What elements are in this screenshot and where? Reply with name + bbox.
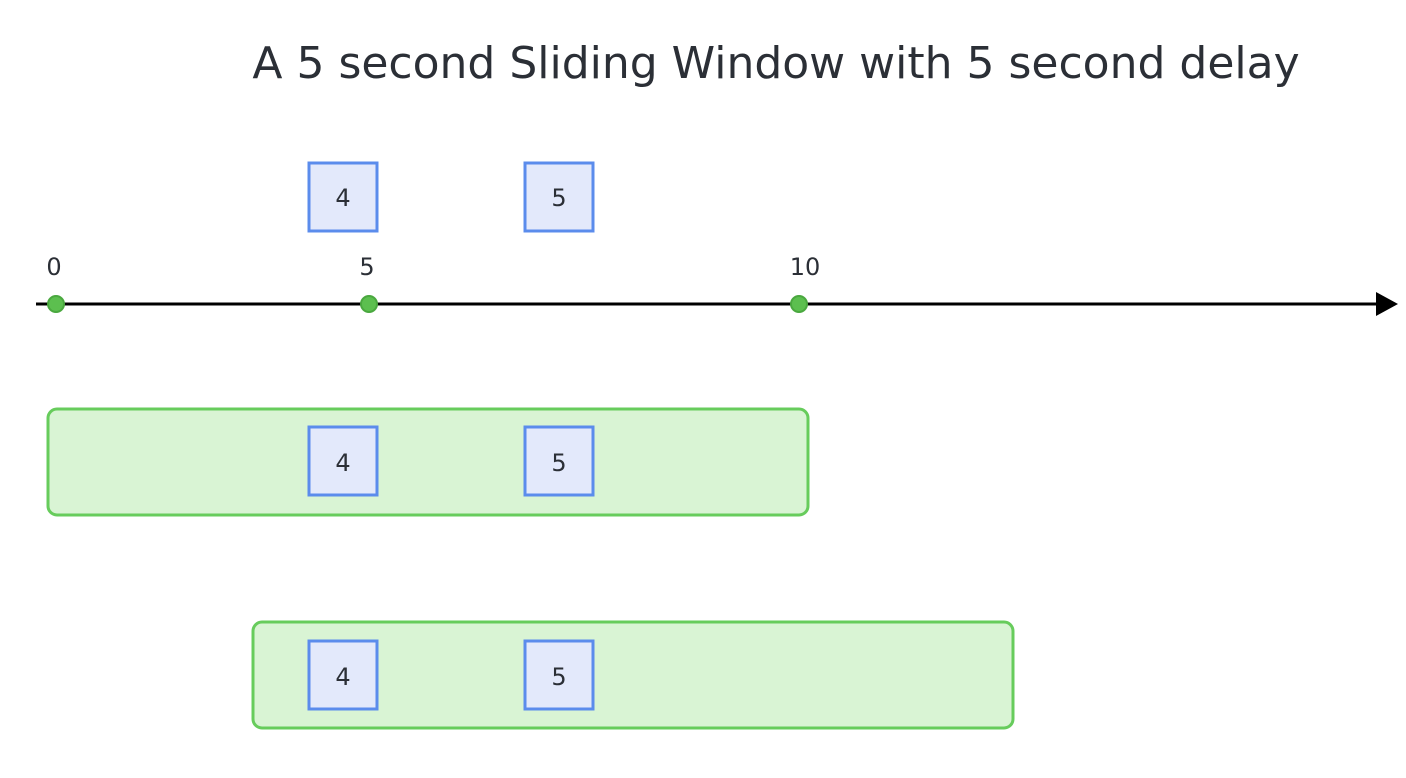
event-box bbox=[307, 425, 379, 497]
event-box bbox=[307, 161, 379, 233]
tick-label-10: 10 bbox=[790, 253, 821, 281]
diagram-title: A 5 second Sliding Window with 5 second … bbox=[252, 38, 1299, 89]
timeline-event-4: 4 bbox=[307, 161, 379, 233]
window-1: 4 5 bbox=[46, 407, 810, 517]
event-label: 4 bbox=[335, 184, 350, 212]
event-label: 5 bbox=[551, 449, 566, 477]
event-box bbox=[307, 639, 379, 711]
event-label: 5 bbox=[551, 663, 566, 691]
event-label: 4 bbox=[335, 449, 350, 477]
tick-label-0: 0 bbox=[46, 253, 61, 281]
tick-dot-0 bbox=[47, 295, 65, 313]
tick-dot-5 bbox=[360, 295, 378, 313]
event-box bbox=[523, 425, 595, 497]
tick-dot-10 bbox=[790, 295, 808, 313]
event-label: 5 bbox=[551, 184, 566, 212]
axis-arrowhead bbox=[1376, 292, 1398, 316]
window-box bbox=[46, 407, 810, 517]
window-2: 4 5 bbox=[251, 620, 1015, 730]
timeline-event-5: 5 bbox=[523, 161, 595, 233]
tick-label-5: 5 bbox=[359, 253, 374, 281]
event-box bbox=[523, 161, 595, 233]
event-box bbox=[523, 639, 595, 711]
window-box bbox=[251, 620, 1015, 730]
event-label: 4 bbox=[335, 663, 350, 691]
